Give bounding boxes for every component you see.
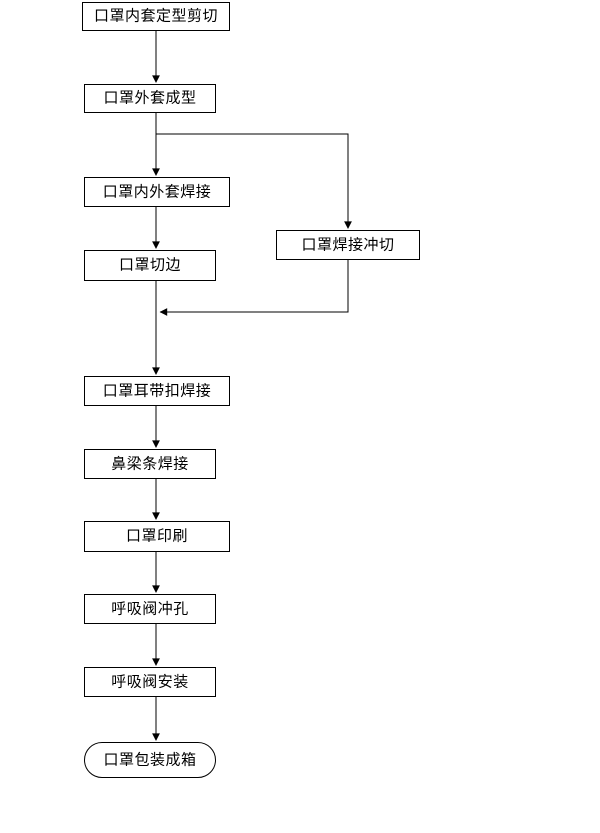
node-label: 口罩焊接冲切 [301,235,395,253]
node-mask-packaging-boxing[interactable]: 口罩包装成箱 [84,742,216,778]
edge-n2-n4-branch [156,133,352,229]
node-label: 口罩内外套焊接 [102,182,212,200]
node-mask-inner-shell-trim[interactable]: 口罩内套定型剪切 [82,2,230,31]
node-mask-edge-cutting[interactable]: 口罩切边 [84,250,216,281]
node-label: 口罩内套定型剪切 [93,6,218,25]
node-mask-weld-punching[interactable]: 口罩焊接冲切 [276,230,420,260]
node-label: 口罩印刷 [125,526,188,545]
node-label: 口罩耳带扣焊接 [102,381,212,399]
node-label: 鼻梁条焊接 [111,454,189,472]
node-valve-hole-punching[interactable]: 呼吸阀冲孔 [84,594,216,624]
node-nose-bridge-welding[interactable]: 鼻梁条焊接 [84,449,216,479]
node-label: 口罩切边 [118,255,181,274]
node-label: 呼吸阀安装 [111,672,189,690]
node-valve-installation[interactable]: 呼吸阀安装 [84,667,216,697]
node-label: 口罩外套成型 [103,88,197,107]
node-mask-printing[interactable]: 口罩印刷 [84,521,230,552]
node-mask-inner-outer-welding[interactable]: 口罩内外套焊接 [84,177,230,207]
node-earloop-buckle-welding[interactable]: 口罩耳带扣焊接 [84,376,230,406]
node-label: 呼吸阀冲孔 [111,599,189,617]
node-label: 口罩包装成箱 [103,750,197,768]
node-mask-outer-shell-forming[interactable]: 口罩外套成型 [84,84,216,113]
edge-n4-merge [159,260,349,316]
